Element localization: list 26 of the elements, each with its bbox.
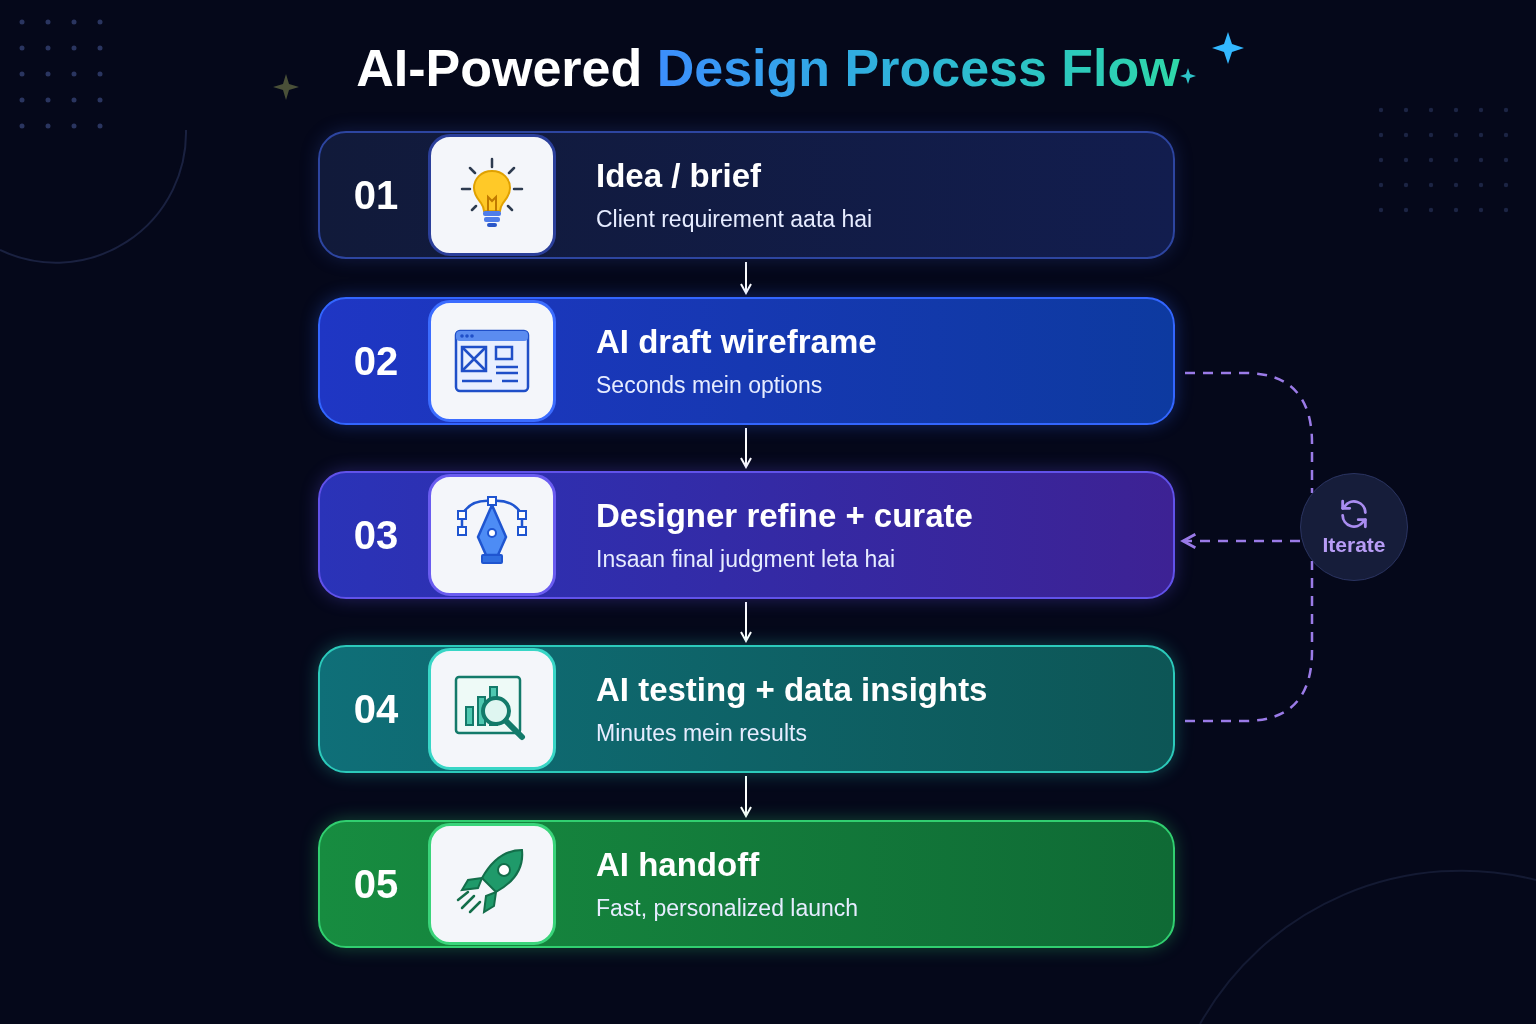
- step-card: [318, 820, 1175, 948]
- step-card: [318, 131, 1175, 259]
- step-number: 04: [352, 686, 400, 733]
- step-title: AI handoff: [596, 846, 761, 884]
- step-title: AI draft wireframe: [596, 323, 878, 361]
- step-description: Insaan final judgment leta hai: [596, 545, 897, 573]
- step-title: AI testing + data insights: [596, 671, 989, 709]
- step-description: Minutes mein results: [596, 719, 808, 747]
- arrow: [740, 261, 752, 294]
- step-number: 05: [352, 861, 400, 908]
- arrow: [740, 427, 752, 468]
- step-number: 01: [352, 172, 400, 219]
- arrow: [740, 775, 752, 817]
- step-number: 02: [352, 338, 400, 385]
- arrow: [1181, 532, 1300, 550]
- step-description: Client requirement aata hai: [596, 205, 874, 233]
- step-title: Designer refine + curate: [596, 497, 974, 535]
- step-title: Idea / brief: [596, 157, 763, 195]
- iterate-label: Iterate: [1322, 533, 1386, 557]
- arrow: [740, 601, 752, 642]
- step-description: Fast, personalized launch: [596, 894, 860, 922]
- step-description: Seconds mein options: [596, 371, 824, 399]
- step-card: [318, 645, 1175, 773]
- step-card: [318, 471, 1175, 599]
- step-number: 03: [352, 512, 400, 559]
- step-card: [318, 297, 1175, 425]
